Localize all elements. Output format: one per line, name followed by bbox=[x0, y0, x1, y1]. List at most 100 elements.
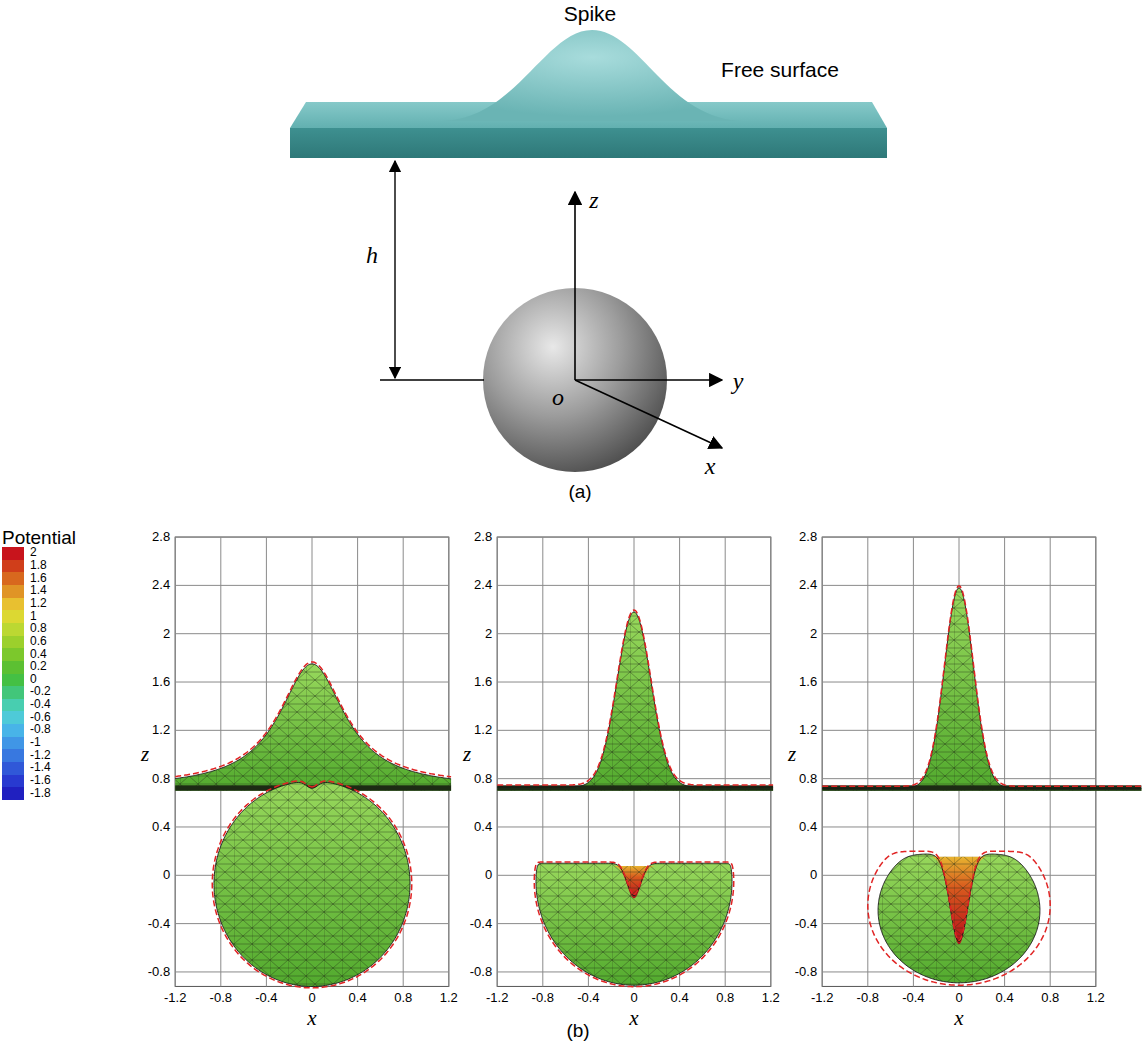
legend-label: 1.2 bbox=[30, 597, 47, 610]
legend-label: -1.2 bbox=[30, 749, 51, 762]
legend-swatch bbox=[2, 737, 24, 750]
surface-outline bbox=[822, 588, 1141, 789]
surface-outline bbox=[175, 664, 451, 779]
grid-line bbox=[1050, 537, 1051, 986]
tick-label: -1.2 bbox=[164, 991, 186, 1005]
grid-line bbox=[175, 537, 449, 538]
jet-mesh bbox=[931, 857, 986, 944]
legend-swatch bbox=[2, 674, 24, 687]
tick-label: 2 bbox=[163, 627, 170, 641]
tick-label: -0.8 bbox=[795, 965, 817, 979]
tick-label: 0.8 bbox=[716, 991, 734, 1005]
tick-label: 0 bbox=[810, 868, 817, 882]
jet-mesh bbox=[613, 866, 655, 898]
tick-label: 2.8 bbox=[152, 530, 170, 544]
legend-swatch bbox=[2, 636, 24, 649]
legend-swatch bbox=[2, 598, 24, 611]
legend-swatch bbox=[2, 787, 24, 800]
tick-label: 1.2 bbox=[474, 723, 492, 737]
tick-label: 2.8 bbox=[799, 530, 817, 544]
grid-line bbox=[175, 633, 449, 634]
tick-label: 1.2 bbox=[1087, 991, 1105, 1005]
legend-label: -1.8 bbox=[30, 787, 51, 800]
legend-label: 0.2 bbox=[30, 661, 47, 674]
coordinate-axes bbox=[575, 192, 722, 448]
legend-label: 0.8 bbox=[30, 623, 47, 636]
reference-outline bbox=[534, 862, 734, 987]
tick-label: 0 bbox=[163, 868, 170, 882]
grid-line bbox=[1095, 537, 1096, 986]
tick-label: -0.4 bbox=[148, 916, 170, 930]
origin-label: o bbox=[552, 384, 564, 410]
legend-swatch bbox=[2, 661, 24, 674]
surface-mesh bbox=[822, 588, 1141, 791]
axis-label: x bbox=[705, 453, 716, 479]
tick-label: 0.8 bbox=[152, 772, 170, 786]
surface-mesh bbox=[497, 612, 773, 791]
tick-label: 2.4 bbox=[799, 578, 817, 592]
contour-panel bbox=[497, 537, 773, 987]
tick-label: 1.2 bbox=[799, 723, 817, 737]
z-axis bbox=[574, 192, 576, 380]
grid-line bbox=[822, 537, 1096, 538]
legend-swatch bbox=[2, 775, 24, 788]
bubble-outline bbox=[214, 782, 410, 986]
part-label: Free surface bbox=[721, 58, 839, 81]
legend-label: 1 bbox=[30, 610, 37, 623]
tick-label: 0 bbox=[308, 991, 315, 1005]
reference-outline bbox=[175, 662, 451, 777]
tick-label: 1.6 bbox=[799, 675, 817, 689]
legend-title: Potential bbox=[2, 528, 76, 549]
tick-label: 0 bbox=[630, 991, 637, 1005]
legend-label: -1.6 bbox=[30, 774, 51, 787]
bubble bbox=[878, 854, 1040, 983]
legend-label: -0.4 bbox=[30, 699, 51, 712]
tick-label: -0.4 bbox=[795, 916, 817, 930]
axis-label: y bbox=[733, 368, 744, 394]
legend-label: -0.8 bbox=[30, 724, 51, 737]
legend-label: -0.2 bbox=[30, 686, 51, 699]
grid-line bbox=[175, 537, 176, 986]
tick-label: 1.6 bbox=[152, 675, 170, 689]
reference-outline bbox=[868, 851, 1050, 985]
grid-line bbox=[448, 537, 449, 986]
grid-line bbox=[497, 537, 498, 986]
bubble-outline bbox=[878, 854, 1040, 983]
grid-line bbox=[867, 537, 868, 986]
tick-label: -0.8 bbox=[148, 965, 170, 979]
grid-line bbox=[822, 537, 823, 986]
tick-label: -0.8 bbox=[857, 991, 879, 1005]
legend-label: 2 bbox=[30, 547, 37, 560]
tick-label: 0 bbox=[955, 991, 962, 1005]
axis-title: x bbox=[629, 1007, 638, 1030]
bubble bbox=[536, 863, 732, 985]
tick-label: 0.4 bbox=[474, 820, 492, 834]
tick-label: -1.2 bbox=[486, 991, 508, 1005]
axis-label: z bbox=[589, 187, 598, 213]
legend-swatch bbox=[2, 560, 24, 573]
tick-label: 0.8 bbox=[1041, 991, 1059, 1005]
legend-label: -0.6 bbox=[30, 711, 51, 724]
legend-swatch bbox=[2, 686, 24, 699]
spike-bump bbox=[440, 30, 745, 121]
tick-label: -0.4 bbox=[577, 991, 599, 1005]
axis-title: x bbox=[307, 1007, 316, 1030]
subfigure-label: (b) bbox=[566, 1021, 589, 1042]
tick-label: 0.8 bbox=[799, 772, 817, 786]
tick-label: 1.2 bbox=[152, 723, 170, 737]
surface-mesh bbox=[175, 664, 451, 791]
tick-label: 1.2 bbox=[440, 991, 458, 1005]
tick-label: -1.2 bbox=[811, 991, 833, 1005]
tick-label: -0.8 bbox=[210, 991, 232, 1005]
legend-label: 0.4 bbox=[30, 648, 47, 661]
tick-label: -0.4 bbox=[470, 916, 492, 930]
legend-label: 1.6 bbox=[30, 572, 47, 585]
legend-swatch bbox=[2, 572, 24, 585]
tick-label: 0 bbox=[485, 868, 492, 882]
tick-label: 0.4 bbox=[671, 991, 689, 1005]
bubble-mesh bbox=[214, 782, 410, 986]
tick-label: 0.8 bbox=[394, 991, 412, 1005]
axis-title: z bbox=[141, 743, 149, 766]
grid-line bbox=[497, 585, 771, 586]
